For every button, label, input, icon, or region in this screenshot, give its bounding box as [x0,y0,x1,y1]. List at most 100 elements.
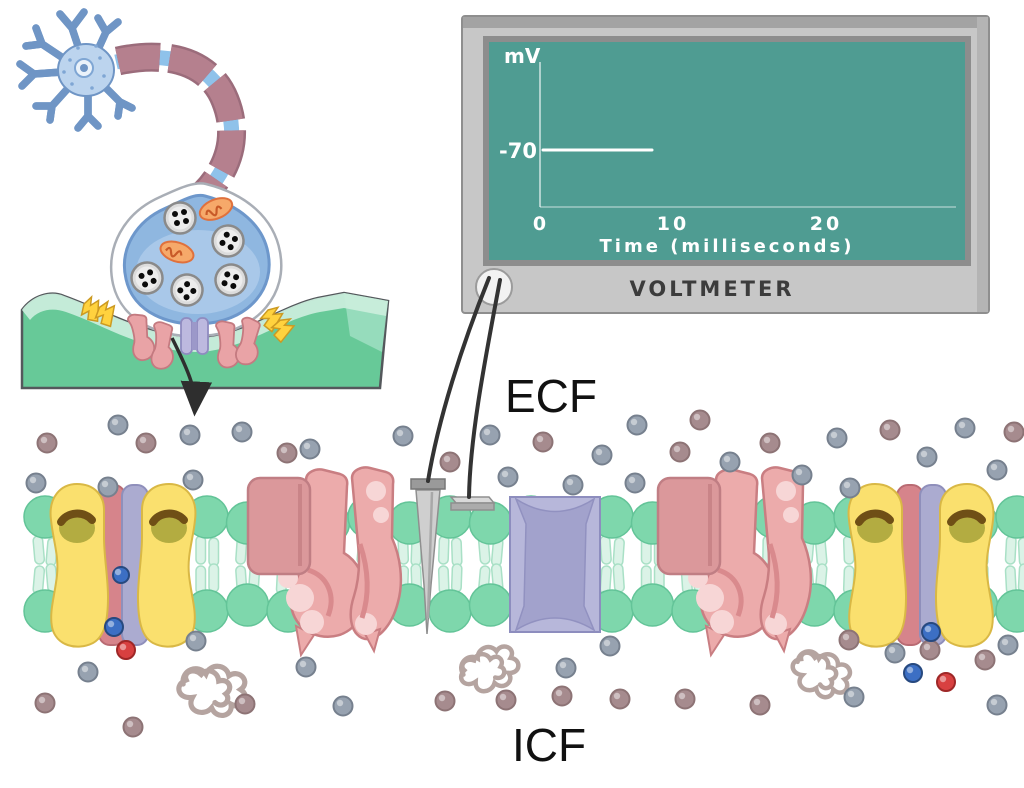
ion [624,472,646,494]
icf-label: ICF [512,719,586,771]
ion [392,425,414,447]
x-axis-label: Time (milliseconds) [600,236,855,257]
ion [555,657,577,679]
lipid-head [468,583,513,627]
ion [689,409,711,431]
lipid-head [428,589,472,633]
lipid-tail [1017,537,1024,567]
lipid-tail [208,563,220,593]
ion [562,474,584,496]
ion [884,642,906,664]
presynaptic-neuron [16,8,390,417]
ion [609,688,631,710]
ion [839,477,861,499]
ion [185,630,207,652]
ion [791,464,813,486]
recording-electrode [410,478,446,635]
ion [532,431,554,453]
ion [112,566,130,584]
resting-potential-value: -70 [499,139,537,163]
ion [986,459,1008,481]
ion [497,466,519,488]
ion [295,656,317,678]
ion [749,694,771,716]
ion [903,663,923,683]
x-tick-0: 0 [533,213,549,235]
ion [439,451,461,473]
ion [135,432,157,454]
transport-protein-pink-left [248,467,401,655]
neuron-soma [16,8,136,132]
ion [495,689,517,711]
ion [591,444,613,466]
dendrites [16,8,136,132]
reference-electrode [449,496,496,511]
lipid-head [995,495,1024,539]
ion [332,695,354,717]
ion-channel-yellow-left [51,484,196,647]
ion [599,635,621,657]
lipid-tail [208,537,220,567]
ion [997,634,1019,656]
ion-channel-yellow-right [849,484,994,647]
ion [551,685,573,707]
lipid-tail [32,535,46,565]
ion [759,432,781,454]
lipid-tail [599,535,612,565]
ion [104,617,124,637]
lipid-tail [437,535,450,565]
transported-ions [104,566,956,692]
ion [276,442,298,464]
soma-speckles [62,44,106,90]
lipid-tail [1017,563,1024,593]
ion [919,639,941,661]
ion [1003,421,1024,443]
ion [179,424,201,446]
ion [916,446,938,468]
lipid-tail [612,563,625,593]
ion [116,640,136,660]
ion [921,622,941,642]
ion [122,716,144,738]
icf-ions [34,629,1019,738]
lipid-tail [1004,535,1017,565]
ion [25,472,47,494]
y-axis-unit: mV [504,44,541,68]
ion [974,649,996,671]
x-tick-10: 10 [657,213,689,235]
synaptic-vesicle [163,201,197,235]
lipid-head [225,583,270,627]
ion [954,417,976,439]
ion [626,414,648,436]
ion [719,451,741,473]
ion [34,692,56,714]
ion [826,427,848,449]
ion [479,424,501,446]
synaptic-terminal [110,182,283,338]
purple-receptor-channel [180,317,209,355]
ion [838,629,860,651]
lipid-tail [195,535,207,565]
ion [182,469,204,491]
ion [936,672,956,692]
lipid-tail [612,537,625,567]
lipid-tail [450,563,463,593]
ion [434,690,456,712]
ecf-label: ECF [505,370,597,422]
ion [986,694,1008,716]
ion [234,693,256,715]
ion [669,441,691,463]
ion [231,421,253,443]
ion [97,476,119,498]
lipid-tail [450,537,463,567]
ion [674,688,696,710]
ion [879,419,901,441]
reference-electrode-wire [467,278,502,499]
recording-electrode-wire [426,276,491,483]
zoom-arrow [170,337,213,417]
x-tick-20: 20 [810,213,842,235]
electrode-wires [426,276,502,499]
axon-myelin [114,42,246,205]
ecf-ions [25,409,1024,499]
